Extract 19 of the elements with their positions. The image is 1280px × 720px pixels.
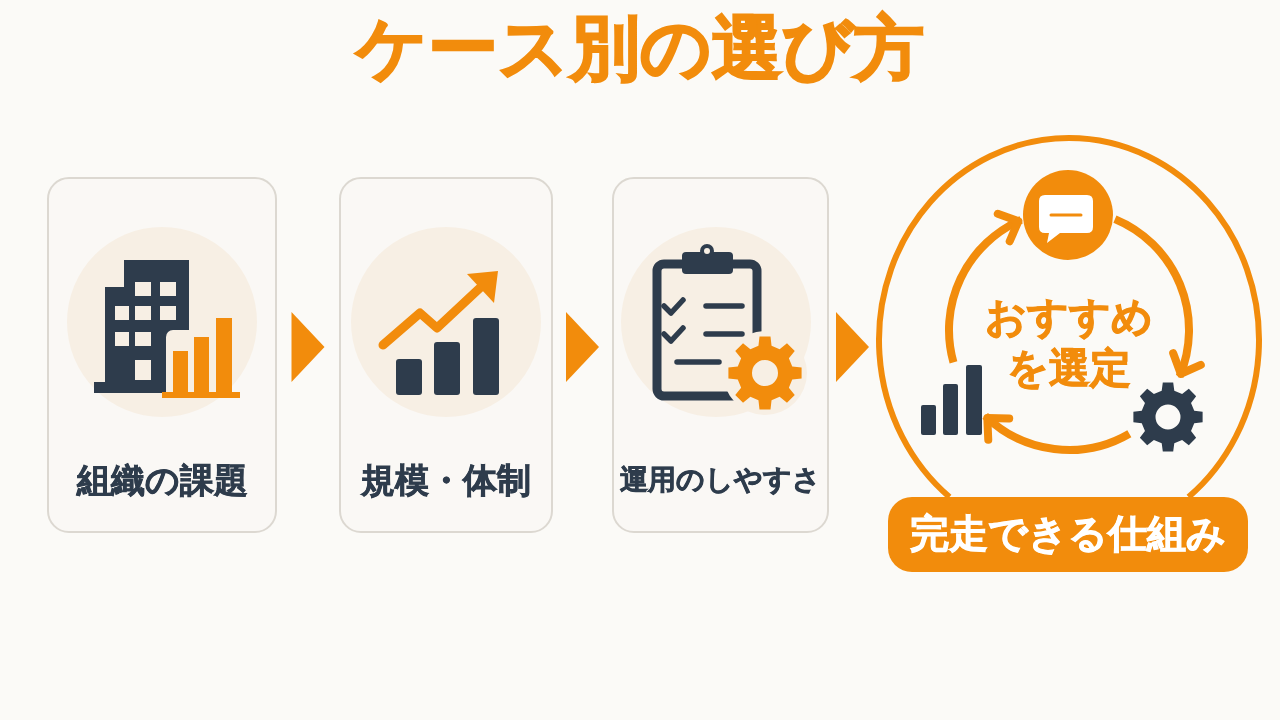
chevron-arrow	[566, 312, 599, 382]
chevron-arrow	[291, 312, 325, 382]
bar-chart-icon	[920, 365, 982, 435]
card	[47, 177, 277, 533]
card	[339, 177, 553, 533]
badge: 完走できる仕組み	[888, 497, 1248, 572]
ring-frame	[876, 135, 1262, 497]
chevron-arrow	[836, 312, 869, 382]
card-label: 運用のしやすさ	[620, 461, 821, 498]
center-text: おすすめを選定	[985, 292, 1153, 394]
card-label: 規模・体制	[361, 458, 531, 502]
card	[612, 177, 829, 533]
chat-bubble-icon	[1023, 170, 1113, 260]
gear-icon	[1132, 381, 1204, 453]
cycle-arrow	[945, 211, 1023, 364]
title: ケース別の選び方	[356, 8, 924, 88]
cycle-arrow	[982, 412, 1132, 454]
cycle-arrow	[1113, 215, 1205, 378]
card-label: 組織の課題	[76, 458, 248, 502]
